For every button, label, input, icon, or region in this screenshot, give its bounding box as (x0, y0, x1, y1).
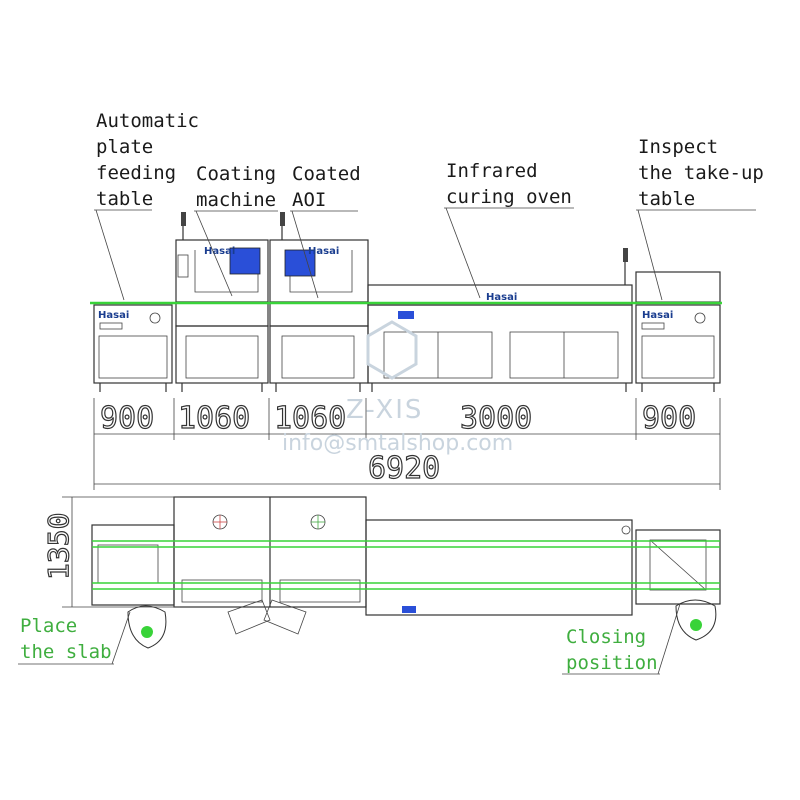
coating-machine-unit: Hasai (175, 212, 269, 392)
svg-text:table: table (638, 188, 695, 210)
dim-feeding-table: 900 (100, 401, 154, 436)
svg-text:AOI: AOI (292, 189, 326, 211)
dim-width: 1350 (42, 513, 75, 580)
svg-text:the slab: the slab (20, 641, 112, 663)
coating-screen (229, 247, 261, 275)
dimension-lines (93, 398, 721, 490)
svg-text:plate: plate (96, 136, 153, 158)
callout-place-slab: Place the slab (18, 611, 131, 665)
callout-coated-aoi: Coated AOI (290, 163, 361, 299)
svg-text:Infrared: Infrared (446, 160, 538, 182)
svg-text:the take-up: the take-up (638, 162, 764, 184)
svg-text:Automatic: Automatic (96, 110, 199, 132)
front-view: Hasai Hasai Hasai (90, 212, 722, 490)
feeding-table-unit: Hasai (93, 304, 173, 392)
watermark: Z-XIS info@smtalshop.com (282, 320, 513, 456)
svg-text:curing oven: curing oven (446, 186, 572, 208)
top-view: 1350 (41, 496, 721, 649)
operator-hand-icon-right (675, 599, 717, 641)
dim-coated-aoi: 1060 (274, 401, 346, 436)
callout-feeding-table: Automatic plate feeding table (94, 110, 199, 301)
dim-curing-oven: 3000 (460, 401, 532, 436)
svg-text:machine: machine (196, 189, 276, 211)
brand-label-aoi: Hasai (308, 246, 339, 257)
callout-curing-oven: Infrared curing oven (444, 160, 574, 299)
operator-hand-icon-left (127, 605, 167, 649)
svg-text:Closing: Closing (566, 626, 646, 648)
svg-text:Place: Place (20, 615, 77, 637)
brand-label-takeup: Hasai (642, 310, 673, 321)
dim-total-length: 6920 (368, 451, 440, 486)
svg-text:table: table (96, 188, 153, 210)
callout-closing-position: Closing position (562, 603, 681, 675)
svg-text:Inspect: Inspect (638, 136, 718, 158)
brand-label-oven: Hasai (486, 292, 517, 303)
takeup-table-unit: Hasai (635, 271, 721, 392)
watermark-email: info@smtalshop.com (282, 431, 513, 456)
svg-text:feeding: feeding (96, 162, 176, 184)
svg-text:position: position (566, 652, 658, 674)
brand-label-feeder: Hasai (98, 310, 129, 321)
dim-coating-machine: 1060 (178, 401, 250, 436)
dim-takeup-table: 900 (642, 401, 696, 436)
callout-takeup-table: Inspect the take-up table (636, 136, 764, 301)
watermark-logo-text: Z-XIS (346, 395, 423, 425)
brand-label-coater: Hasai (204, 246, 235, 257)
watermark-logo-icon (366, 320, 418, 380)
callout-coating-machine: Coating machine (194, 163, 278, 297)
svg-text:Coating: Coating (196, 163, 276, 185)
svg-text:Coated: Coated (292, 163, 361, 185)
